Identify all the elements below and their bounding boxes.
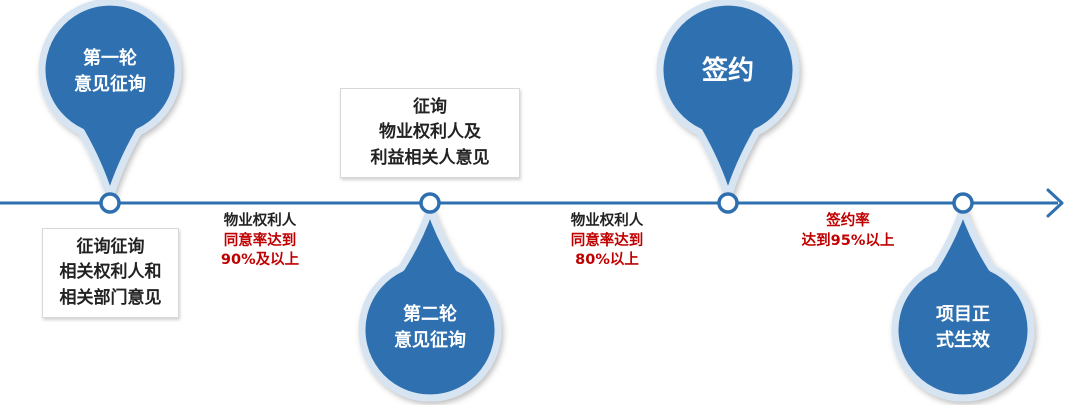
condition-1: 物业权利人 同意率达到 90%及以上 <box>195 212 325 271</box>
condition-1-line2: 90%及以上 <box>220 252 300 269</box>
stage4-line1: 项目正 <box>936 303 990 325</box>
condition-3: 签约率 达到95%以上 <box>778 212 918 251</box>
box1-line3: 相关部门意见 <box>59 287 162 308</box>
condition-2-subject: 物业权利人 <box>570 213 644 229</box>
stage1-line2: 意见征询 <box>74 74 146 95</box>
timeline-node-3 <box>717 192 739 214</box>
stage1-line1: 第一轮 <box>83 47 137 69</box>
info-box-stage2: 征询 物业权利人及 利益相关人意见 <box>340 88 520 178</box>
box2-line1: 征询 <box>413 96 447 117</box>
pin-marker-stage4 <box>891 205 1035 402</box>
pin-marker-stage3 <box>656 0 800 201</box>
stage1-label: 第一轮 意见征询 <box>45 27 175 117</box>
condition-3-line2: 达到95%以上 <box>801 232 895 249</box>
condition-2: 物业权利人 同意率达到 80%以上 <box>542 212 672 271</box>
pin-marker-stage2 <box>358 205 502 402</box>
condition-3-line1: 签约率 <box>826 213 870 229</box>
timeline-arrowhead <box>1046 188 1064 218</box>
stage4-label: 项目正 式生效 <box>898 283 1028 373</box>
stage4-line2: 式生效 <box>936 330 990 351</box>
stage2-label: 第二轮 意见征询 <box>365 283 495 373</box>
timeline-node-1 <box>99 192 121 214</box>
pin-marker-stage1 <box>38 0 182 201</box>
condition-1-line1: 同意率达到 <box>223 232 297 249</box>
stage2-line1: 第二轮 <box>403 303 457 325</box>
timeline-node-4 <box>952 192 974 214</box>
box1-line2: 相关权利人和 <box>59 262 162 283</box>
stage3-line1: 签约 <box>701 56 754 87</box>
timeline-node-2 <box>419 192 441 214</box>
condition-1-subject: 物业权利人 <box>223 213 297 229</box>
box1-line1: 征询征询 <box>76 236 145 257</box>
stage2-line2: 意见征询 <box>394 330 466 351</box>
info-box-stage1: 征询征询 相关权利人和 相关部门意见 <box>42 228 179 318</box>
box2-line2: 物业权利人及 <box>379 122 481 143</box>
stage3-label: 签约 <box>663 27 793 117</box>
condition-2-line2: 80%以上 <box>575 252 639 269</box>
box2-line3: 利益相关人意见 <box>370 147 490 168</box>
condition-2-line1: 同意率达到 <box>570 232 644 249</box>
